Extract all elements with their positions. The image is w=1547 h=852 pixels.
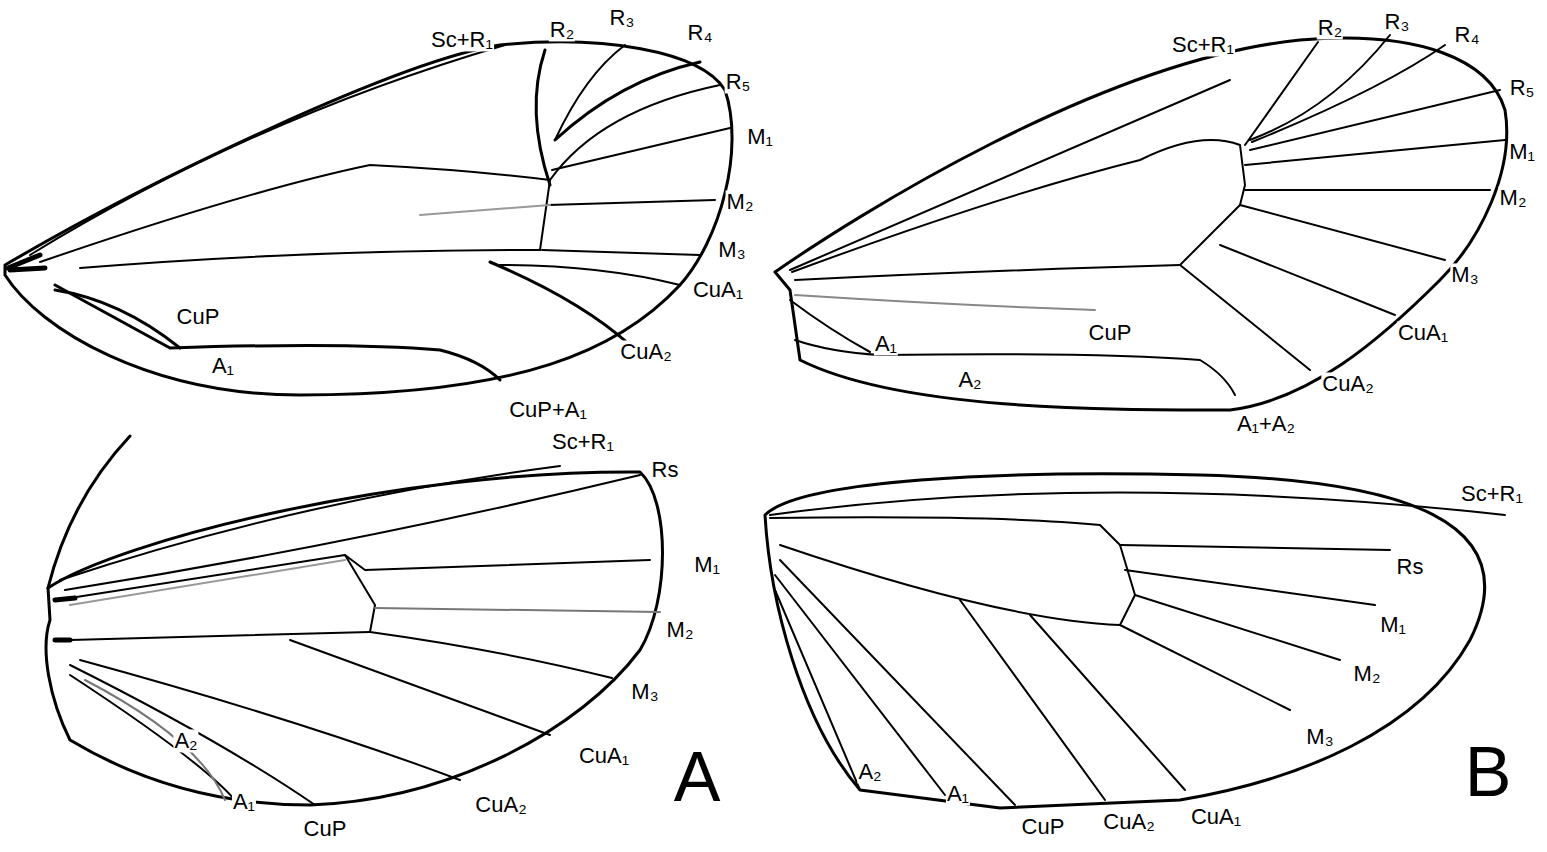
vein-label: M₁ — [693, 553, 721, 576]
vein-label: M₂ — [726, 190, 755, 213]
vein-label: CuP+A₁ — [508, 398, 588, 421]
vein-label: A₁ — [232, 790, 256, 813]
vein-label: A₂ — [173, 729, 198, 752]
vein-label: Sc+R₁ — [1460, 482, 1524, 505]
vein-label: CuP — [303, 817, 348, 840]
vein-label: Sc+R₁ — [551, 430, 615, 453]
forewing-b — [775, 35, 1507, 410]
vein-label: Sc+R₁ — [1171, 33, 1235, 56]
vein-label: CuA₁ — [1397, 321, 1449, 344]
hindwing-b — [765, 474, 1505, 808]
vein-label: CuA₂ — [474, 793, 527, 816]
vein-label: A₂ — [957, 368, 982, 391]
vein-label: A₁ — [211, 354, 235, 377]
vein-label: R₃ — [1384, 10, 1411, 33]
vein-label: M₃ — [717, 238, 746, 261]
vein-label: A₁+A₂ — [1236, 412, 1296, 435]
vein-label: A₁ — [874, 332, 898, 355]
vein-label: R₃ — [609, 6, 636, 29]
vein-label: CuP — [176, 305, 221, 328]
vein-label: CuA₂ — [1102, 810, 1155, 833]
vein-label: M₃ — [1305, 725, 1334, 748]
vein-label: M₁ — [746, 125, 774, 148]
vein-label: R₄ — [1454, 23, 1481, 46]
vein-label: M₂ — [666, 618, 695, 641]
vein-label: M₃ — [1450, 263, 1479, 286]
vein-label: A₂ — [857, 760, 882, 783]
vein-label: M₂ — [1499, 186, 1528, 209]
vein-label: R₅ — [1509, 76, 1536, 99]
vein-label: CuA₁ — [578, 744, 630, 767]
vein-label: A₁ — [946, 782, 970, 805]
vein-label: Rs — [651, 458, 680, 481]
panel-letter: A — [673, 741, 722, 815]
vein-label: CuA₂ — [619, 340, 672, 363]
vein-label: M₁ — [1508, 140, 1536, 163]
vein-label: Rs — [1396, 555, 1425, 578]
vein-label: R₂ — [549, 18, 575, 41]
vein-label: CuA₁ — [692, 278, 744, 301]
vein-label: R₄ — [687, 21, 714, 44]
vein-label: M₃ — [630, 680, 659, 703]
vein-label: CuA₂ — [1321, 372, 1374, 395]
vein-label: CuP — [1088, 321, 1133, 344]
vein-label: Sc+R₁ — [430, 28, 494, 51]
forewing-a — [5, 42, 732, 395]
vein-label: R₅ — [725, 70, 752, 93]
vein-label: M₁ — [1379, 613, 1407, 636]
panel-letter: B — [1464, 736, 1513, 810]
hindwing-a — [46, 436, 662, 805]
vein-label: CuP — [1021, 815, 1066, 838]
vein-label: R₂ — [1317, 16, 1343, 39]
vein-label: CuA₁ — [1190, 805, 1242, 828]
vein-label: M₂ — [1353, 662, 1382, 685]
